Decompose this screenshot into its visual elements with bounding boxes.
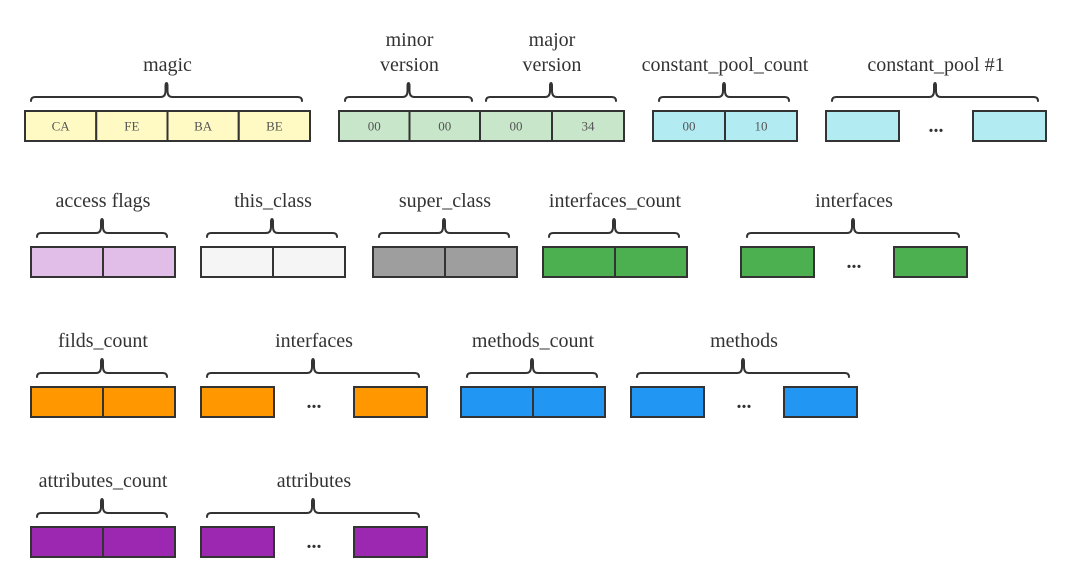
- field-label: super_class: [399, 190, 491, 212]
- field-group: constant_pool_count 00 10: [642, 54, 809, 142]
- byte-cell: [338, 110, 411, 142]
- field-label: version: [380, 54, 439, 76]
- byte-value: 00: [510, 119, 523, 134]
- byte-value: FE: [124, 119, 139, 134]
- byte-cell: [237, 110, 311, 142]
- field-group: methods_count: [460, 330, 606, 418]
- byte-value: CA: [52, 119, 71, 134]
- brace: [36, 498, 168, 518]
- byte-value: BA: [194, 119, 213, 134]
- byte-cell: [166, 110, 240, 142]
- byte-cell: [479, 110, 553, 142]
- byte-value: 00: [683, 119, 696, 134]
- byte-cell: [614, 246, 688, 278]
- item-box-last: [972, 110, 1047, 142]
- byte-cell: [30, 246, 104, 278]
- brace: [206, 358, 420, 378]
- byte-cell: [95, 110, 169, 142]
- brace: [831, 82, 1039, 102]
- field-group: filds_count: [30, 330, 176, 418]
- field-label: constant_pool_count: [642, 54, 809, 76]
- byte-value: 34: [582, 119, 596, 134]
- item-box-first: [740, 246, 815, 278]
- item-box-last: [783, 386, 858, 418]
- brace: [344, 82, 473, 102]
- field-label: access flags: [56, 190, 151, 212]
- item-box-last: [893, 246, 968, 278]
- byte-cell: [102, 246, 176, 278]
- byte-cell: [724, 110, 798, 142]
- field-group: major version 00 34: [479, 29, 625, 142]
- byte-cell: [542, 246, 616, 278]
- byte-cell: [652, 110, 726, 142]
- brace: [206, 498, 420, 518]
- field-group: attributes...: [200, 470, 428, 558]
- brace: [30, 82, 303, 102]
- item-box-first: [200, 386, 275, 418]
- field-label: this_class: [234, 190, 312, 212]
- field-group: super_class: [372, 190, 518, 278]
- field-label: version: [523, 54, 582, 76]
- byte-cell: [30, 386, 104, 418]
- item-box-first: [200, 526, 275, 558]
- brace: [466, 358, 598, 378]
- brace: [746, 218, 960, 238]
- field-label: methods: [710, 330, 778, 352]
- item-box-first: [630, 386, 705, 418]
- field-group: methods...: [630, 330, 858, 418]
- brace: [548, 218, 680, 238]
- brace: [36, 218, 168, 238]
- byte-value: 00: [438, 119, 451, 134]
- byte-cell: [532, 386, 606, 418]
- item-box-last: [353, 386, 428, 418]
- field-label: major: [529, 29, 576, 51]
- field-label: interfaces_count: [549, 190, 682, 212]
- ellipsis: ...: [847, 251, 862, 273]
- byte-cell: [372, 246, 446, 278]
- field-group: this_class: [200, 190, 346, 278]
- field-label: constant_pool #1: [867, 54, 1004, 76]
- field-label: magic: [143, 54, 192, 76]
- ellipsis: ...: [737, 391, 752, 413]
- brace: [658, 82, 790, 102]
- field-group: interfaces_count: [542, 190, 688, 278]
- byte-cell: [551, 110, 625, 142]
- field-label: filds_count: [58, 330, 148, 352]
- byte-cell: [30, 526, 104, 558]
- ellipsis: ...: [929, 115, 944, 137]
- field-label: attributes: [277, 470, 352, 492]
- ellipsis: ...: [307, 531, 322, 553]
- byte-cell: [102, 386, 176, 418]
- field-group: interfaces...: [740, 190, 968, 278]
- field-label: methods_count: [472, 330, 595, 352]
- byte-value: BE: [266, 119, 283, 134]
- field-group: minor version 00 00: [338, 29, 481, 142]
- field-group: attributes_count: [30, 470, 176, 558]
- field-label: interfaces: [275, 330, 353, 352]
- field-label: attributes_count: [39, 470, 168, 492]
- field-group: interfaces...: [200, 330, 428, 418]
- byte-value: 00: [368, 119, 381, 134]
- byte-cell: [102, 526, 176, 558]
- field-label: interfaces: [815, 190, 893, 212]
- field-group: constant_pool #1...: [825, 54, 1047, 142]
- ellipsis: ...: [307, 391, 322, 413]
- byte-cell: [24, 110, 98, 142]
- field-group: access flags: [30, 190, 176, 278]
- brace: [378, 218, 510, 238]
- item-box-last: [353, 526, 428, 558]
- byte-cell: [444, 246, 518, 278]
- brace: [206, 218, 338, 238]
- brace: [485, 82, 617, 102]
- byte-cell: [200, 246, 274, 278]
- byte-cell: [460, 386, 534, 418]
- byte-cell: [272, 246, 346, 278]
- brace: [36, 358, 168, 378]
- field-label: minor: [386, 29, 434, 51]
- byte-value: 10: [755, 119, 768, 134]
- item-box-first: [825, 110, 900, 142]
- brace: [636, 358, 850, 378]
